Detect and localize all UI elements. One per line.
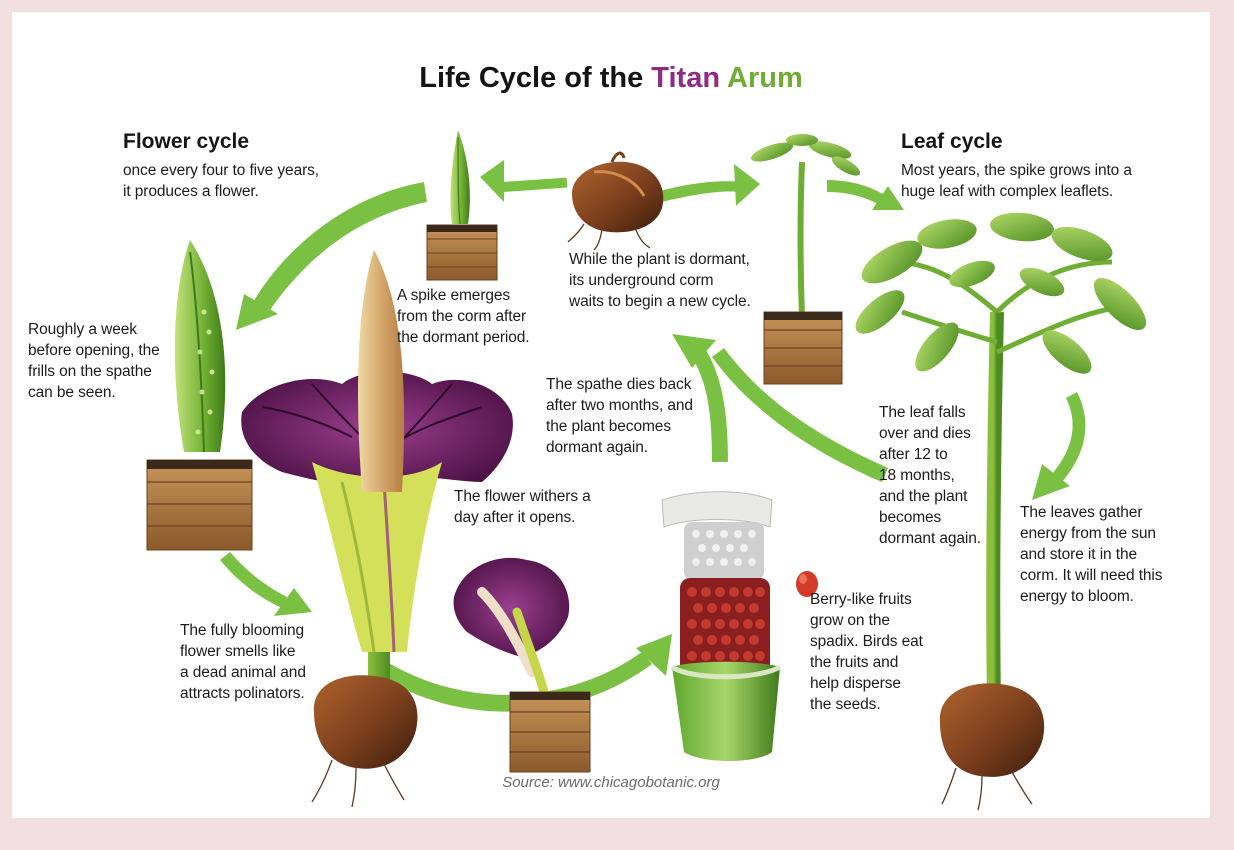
caption-full-bloom: The fully blooming flower smells like a … bbox=[180, 620, 306, 704]
leaf-cycle-text: Most years, the spike grows into a huge … bbox=[901, 160, 1132, 202]
caption-withers: The flower withers a day after it opens. bbox=[454, 486, 591, 528]
diagram-panel: Life Cycle of the Titan Arum Flower cycl… bbox=[12, 12, 1210, 818]
seedling-in-box-icon bbox=[749, 134, 863, 384]
spike-in-box-icon bbox=[427, 130, 497, 280]
bud-in-box-icon bbox=[147, 240, 252, 550]
caption-energy: The leaves gather energy from the sun an… bbox=[1020, 502, 1162, 607]
flower-cycle-text: once every four to five years, it produc… bbox=[123, 160, 319, 202]
caption-spike: A spike emerges from the corm after the … bbox=[397, 285, 530, 348]
title-word-titan: Titan bbox=[651, 62, 720, 94]
spadix-fruit-icon bbox=[662, 492, 780, 761]
caption-dormant: While the plant is dormant, its undergro… bbox=[569, 249, 751, 312]
withered-flower-icon bbox=[454, 558, 590, 772]
diagram-title: Life Cycle of the Titan Arum bbox=[12, 62, 1210, 95]
caption-spathe-dies: The spathe dies back after two months, a… bbox=[546, 374, 693, 458]
source-credit: Source: www.chicagobotanic.org bbox=[12, 774, 1210, 791]
corm-icon bbox=[568, 153, 663, 250]
caption-week-before: Roughly a week before opening, the frill… bbox=[28, 319, 160, 403]
title-word-arum: Arum bbox=[727, 62, 803, 94]
caption-berries: Berry-like fruits grow on the spadix. Bi… bbox=[810, 589, 923, 715]
leaf-cycle-heading: Leaf cycle bbox=[901, 130, 1003, 154]
flower-cycle-heading: Flower cycle bbox=[123, 130, 249, 154]
caption-leaf-falls: The leaf falls over and dies after 12 to… bbox=[879, 402, 981, 549]
title-lead: Life Cycle of the bbox=[419, 62, 643, 94]
